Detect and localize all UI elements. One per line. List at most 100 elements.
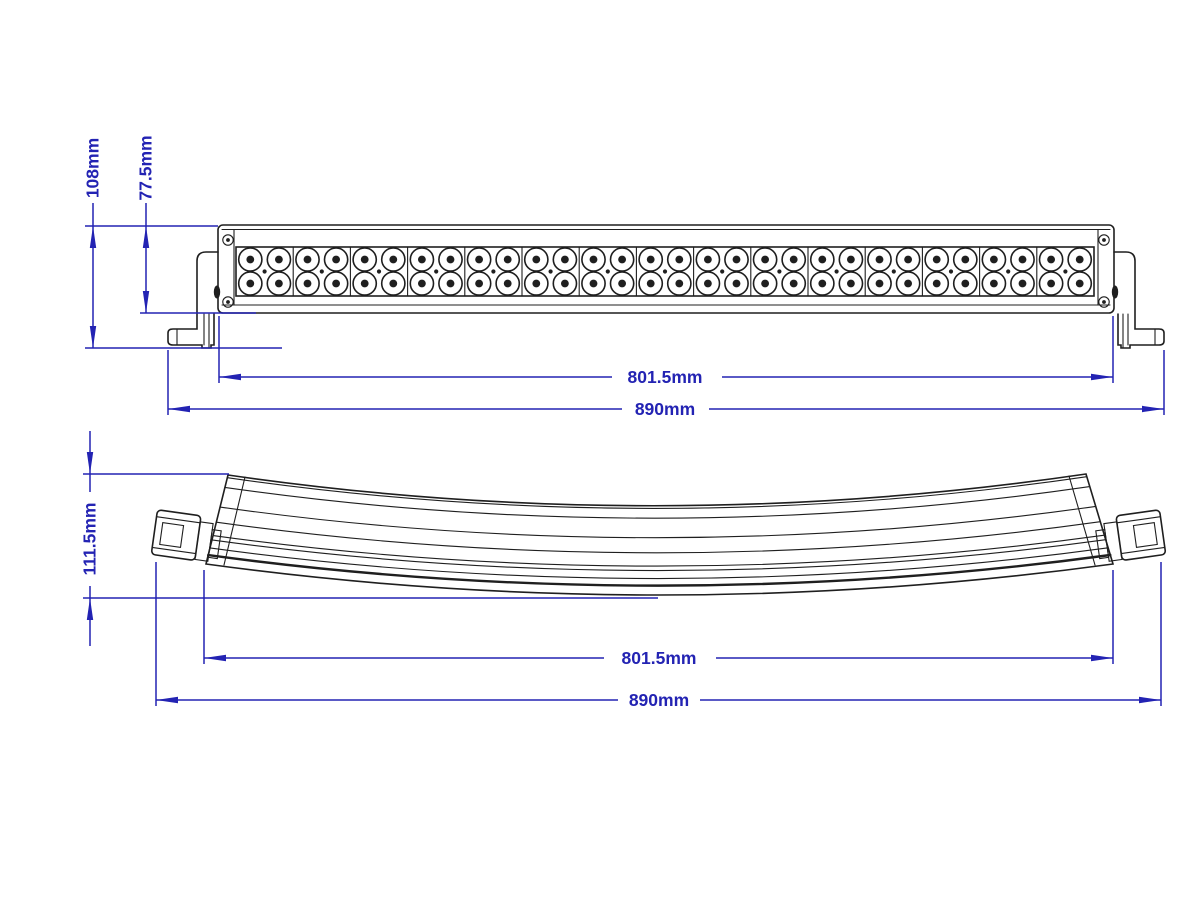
led-chip (1075, 279, 1084, 288)
screw-icon (1098, 234, 1110, 246)
housing-rib (224, 486, 1091, 519)
led-reflector (237, 247, 263, 272)
led-reflector (523, 271, 549, 296)
led-chip (446, 255, 455, 264)
led-chip (990, 279, 998, 288)
led-chip (389, 279, 398, 288)
dimension-curved-body-width: 801.5mm (204, 648, 1113, 668)
led-chip (932, 279, 941, 288)
led-chip (847, 255, 855, 264)
led-chip (275, 279, 283, 288)
curved-view (150, 473, 1167, 596)
led-reflector (895, 271, 921, 296)
lens-window-outline (235, 246, 1095, 297)
connector-slot (159, 522, 185, 548)
led-chip (532, 255, 541, 264)
dim-label-curved-overall-height: 111.5mm (80, 503, 100, 576)
led-chip (818, 279, 827, 288)
led-reflector (1038, 271, 1064, 296)
led-chip (475, 255, 483, 264)
dim-label-front-body-height: 77.5mm (136, 135, 156, 200)
led-chip (503, 255, 512, 264)
led-chip (418, 279, 426, 288)
front-view (167, 224, 1165, 349)
housing-rib (211, 539, 1107, 572)
housing-rib (212, 534, 1105, 567)
screw-center (226, 300, 230, 304)
led-reflector (295, 271, 320, 296)
mounting-bracket-left (167, 251, 221, 349)
led-reflector (237, 271, 263, 296)
segment-center-dot (834, 269, 839, 274)
housing-rib (219, 505, 1097, 539)
led-chip (589, 255, 598, 264)
led-reflector (323, 271, 349, 296)
segment-center-dot (720, 269, 725, 274)
segment-center-dot (662, 269, 668, 274)
segment-center-dot (319, 269, 324, 274)
arrowhead-up (142, 226, 150, 248)
led-reflector (809, 271, 835, 296)
segment-center-dot (605, 269, 610, 274)
segment-center-dot (376, 269, 382, 274)
segment-center-dot (1063, 269, 1068, 274)
led-reflector (438, 271, 463, 296)
led-reflector (952, 271, 978, 296)
led-chip (990, 255, 998, 264)
arrowhead-left (204, 654, 226, 662)
dimension-front-body-height: 77.5mm (136, 135, 156, 313)
led-chip (704, 279, 712, 288)
led-reflector (1067, 271, 1093, 296)
led-reflector (409, 271, 435, 296)
led-chip (675, 279, 684, 288)
led-reflector (981, 271, 1007, 296)
dimension-front-overall-width: 890mm (168, 399, 1164, 419)
led-chip (818, 255, 827, 264)
led-reflector (666, 271, 692, 296)
arrowhead-up (89, 226, 97, 248)
led-chip (732, 255, 741, 264)
segment-center-dot (891, 269, 896, 274)
led-chip (646, 279, 655, 288)
led-reflector (495, 271, 521, 296)
end-connector-left (150, 509, 222, 562)
led-chip (389, 255, 398, 264)
housing-rib (209, 547, 1109, 580)
led-chip (961, 279, 970, 288)
led-chip (675, 255, 684, 264)
segment-center-dot (948, 269, 954, 274)
led-reflector (266, 271, 292, 296)
arrowhead-down (142, 291, 150, 313)
led-reflector (695, 271, 721, 296)
segment-center-dot (262, 269, 267, 274)
led-chip (1047, 279, 1055, 288)
led-reflector (352, 271, 378, 296)
dimension-front-overall-height: 108mm (83, 138, 103, 348)
led-chip (303, 279, 312, 288)
housing-ribs (207, 476, 1112, 587)
arrowhead-left (168, 405, 190, 413)
led-chip (589, 279, 598, 288)
led-chip (618, 279, 626, 288)
led-chip (332, 279, 340, 288)
led-reflector (752, 271, 778, 296)
led-reflector (724, 271, 749, 296)
led-reflector (638, 271, 664, 296)
segment-center-dot (1006, 269, 1011, 274)
led-chip (246, 279, 255, 288)
led-chip (704, 255, 712, 264)
led-chip (275, 255, 283, 264)
arrowhead-right (1139, 696, 1161, 704)
segment-center-dot (491, 269, 496, 274)
led-chip (875, 255, 884, 264)
corner-screws (222, 234, 1110, 308)
led-chip (761, 255, 769, 264)
led-chip (503, 279, 512, 288)
connector-boss (207, 528, 222, 560)
dim-label-curved-overall-width: 890mm (629, 690, 689, 710)
arrowhead-left (156, 696, 178, 704)
dim-label-front-overall-height: 108mm (83, 138, 103, 198)
dimension-front-body-width: 801.5mm (219, 367, 1113, 387)
dimension-curved-overall-height: 111.5mm (80, 431, 100, 646)
